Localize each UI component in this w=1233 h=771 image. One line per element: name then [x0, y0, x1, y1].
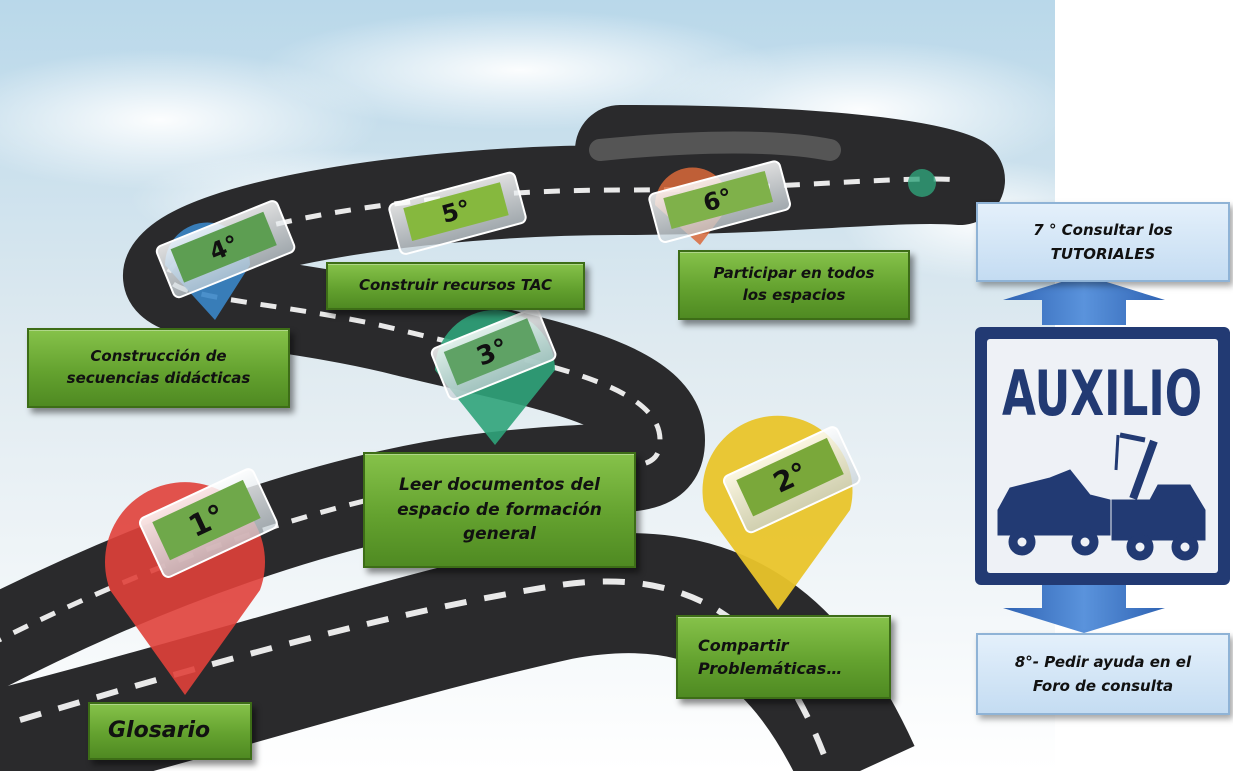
marker-6: 6° — [648, 160, 791, 243]
arrow-up-7 — [1003, 275, 1165, 325]
tow-truck-icon — [997, 432, 1206, 561]
step-3-box: Leer documentos del espacio de formación… — [363, 452, 636, 568]
marker-4: 4° — [155, 200, 296, 299]
step-8-box: 8°- Pedir ayuda en el Foro de consulta — [976, 633, 1230, 715]
help-panel: AUXILIO — [975, 275, 1230, 633]
step-7-box: 7 ° Consultar los TUTORIALES — [976, 202, 1230, 282]
step-5-box: Construir recursos TAC — [326, 262, 585, 310]
marker-5: 5° — [388, 171, 527, 255]
pin-small-teal — [908, 169, 936, 197]
auxilio-sign-title: AUXILIO — [1002, 357, 1202, 430]
step-2-box: Compartir Problemáticas… — [676, 615, 891, 699]
step-6-box: Participar en todos los espacios — [678, 250, 910, 320]
step-4-box: Construcción de secuencias didácticas — [27, 328, 290, 408]
marker-1: 1° — [138, 468, 278, 578]
step-1-box: Glosario — [88, 702, 252, 760]
marker-3: 3° — [430, 307, 557, 401]
marker-2: 2° — [722, 426, 861, 534]
arrow-down-8 — [1003, 585, 1165, 633]
